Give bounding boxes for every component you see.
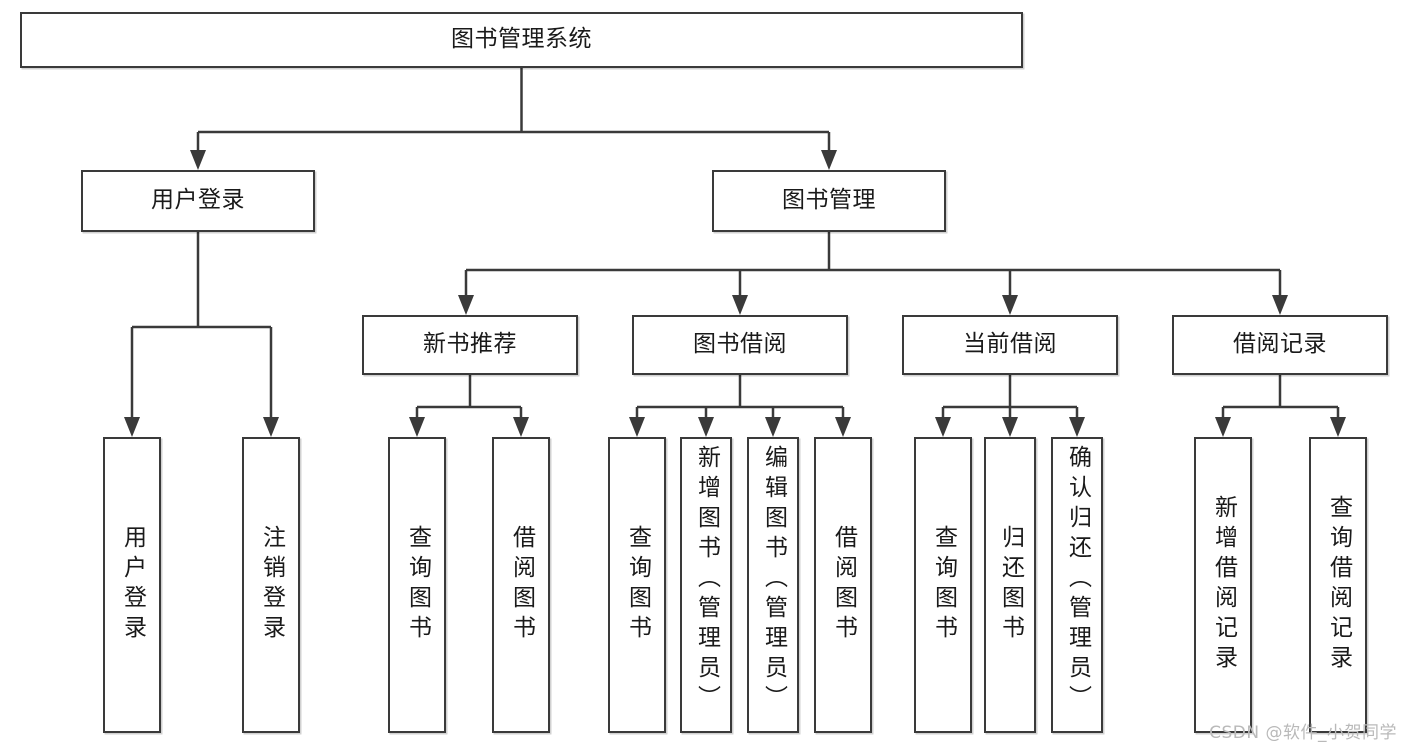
leaf-record-add-record[interactable]: 新增借阅记录 (1194, 437, 1252, 733)
leaf-borrow-borrow-book[interactable]: 借阅图书 (814, 437, 872, 733)
node-label: 归还图书 (997, 525, 1024, 645)
leaf-borrow-add-book[interactable]: 新增图书（管理员） (680, 437, 732, 733)
node-label: 查询借阅记录 (1325, 495, 1352, 675)
node-label: 图书管理 (782, 187, 876, 214)
node-label: 借阅图书 (508, 525, 535, 645)
leaf-borrow-query-book[interactable]: 查询图书 (608, 437, 666, 733)
node-label: 查询图书 (624, 525, 651, 645)
node-label: 新书推荐 (423, 331, 517, 358)
node-label: 新增借阅记录 (1210, 495, 1237, 675)
node-root-system[interactable]: 图书管理系统 (20, 12, 1023, 68)
watermark-text: CSDN @软件_小贺同学 (1209, 723, 1397, 743)
node-label: 用户登录 (119, 525, 146, 645)
leaf-record-query-record[interactable]: 查询借阅记录 (1309, 437, 1367, 733)
node-label: 用户登录 (151, 187, 245, 214)
leaf-recommend-query-book[interactable]: 查询图书 (388, 437, 446, 733)
node-new-book-recommend[interactable]: 新书推荐 (362, 315, 578, 375)
node-label: 当前借阅 (963, 331, 1057, 358)
node-borrow-record[interactable]: 借阅记录 (1172, 315, 1388, 375)
node-label: 借阅图书 (830, 525, 857, 645)
leaf-user-login-logout[interactable]: 注销登录 (242, 437, 300, 733)
node-label: 借阅记录 (1233, 331, 1327, 358)
node-label: 确认归还（管理员） (1064, 445, 1091, 715)
node-label: 新增图书（管理员） (693, 445, 720, 715)
node-label: 编辑图书（管理员） (760, 445, 787, 715)
node-book-management[interactable]: 图书管理 (712, 170, 946, 232)
leaf-borrow-edit-book[interactable]: 编辑图书（管理员） (747, 437, 799, 733)
node-label: 查询图书 (930, 525, 957, 645)
node-label: 查询图书 (404, 525, 431, 645)
node-current-borrow[interactable]: 当前借阅 (902, 315, 1118, 375)
node-label: 图书管理系统 (451, 26, 592, 53)
node-user-login[interactable]: 用户登录 (81, 170, 315, 232)
node-label: 注销登录 (258, 525, 285, 645)
leaf-current-query-book[interactable]: 查询图书 (914, 437, 972, 733)
leaf-user-login-login[interactable]: 用户登录 (103, 437, 161, 733)
leaf-current-confirm-return[interactable]: 确认归还（管理员） (1051, 437, 1103, 733)
leaf-current-return-book[interactable]: 归还图书 (984, 437, 1036, 733)
node-label: 图书借阅 (693, 331, 787, 358)
node-book-borrow[interactable]: 图书借阅 (632, 315, 848, 375)
leaf-recommend-borrow-book[interactable]: 借阅图书 (492, 437, 550, 733)
